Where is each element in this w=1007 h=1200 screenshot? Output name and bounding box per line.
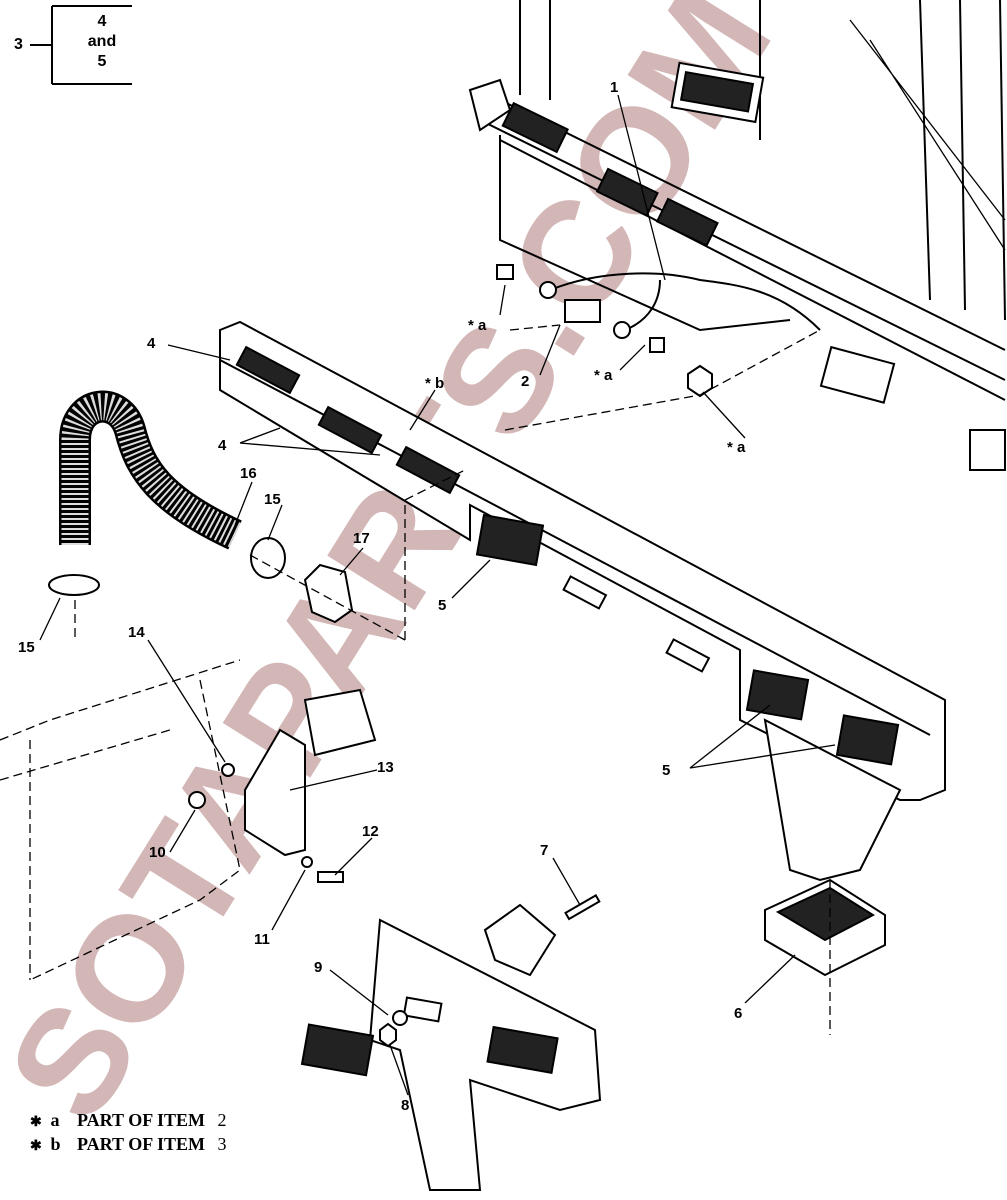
heater-duct-assembly	[219, 320, 946, 882]
callout-14: 14	[128, 624, 145, 641]
callout-labels: 1 2 * a * a * a * b 4 4 16 15 17 15 5 14…	[18, 79, 746, 1114]
leader-lines	[39, 94, 836, 1096]
bracket-parent: 3	[14, 36, 23, 53]
callout-17: 17	[353, 530, 370, 547]
bracket-line2: and	[87, 33, 117, 50]
heater-box	[764, 878, 886, 1035]
callout-2: 2	[521, 373, 529, 390]
callout-8: 8	[401, 1097, 409, 1114]
legend-item-b: ✱ b PART OF ITEM 3	[30, 1134, 227, 1155]
callout-11: 11	[254, 931, 270, 948]
legend-text: PART OF ITEM	[77, 1110, 206, 1130]
legend-text: PART OF ITEM	[77, 1134, 206, 1154]
callout-16: 16	[240, 465, 257, 482]
asterisk-icon: ✱	[30, 1115, 42, 1130]
legend-key: a	[50, 1110, 60, 1130]
bracket-line3: 5	[97, 53, 107, 70]
callout-a: * a	[727, 439, 746, 456]
bracket-lines	[30, 5, 132, 85]
callout-5: 5	[662, 762, 670, 779]
callout-9: 9	[314, 959, 322, 976]
callout-6: 6	[734, 1005, 742, 1022]
callout-5: 5	[438, 597, 446, 614]
lower-duct-assembly	[300, 894, 602, 1191]
legend-item-number: 2	[217, 1110, 227, 1130]
callout-a: * a	[594, 367, 613, 384]
callout-12: 12	[362, 823, 379, 840]
callout-a: * a	[468, 317, 487, 334]
callout-b: * b	[425, 375, 444, 392]
legend-item-a: ✱ a PART OF ITEM 2	[30, 1110, 227, 1131]
cab-wall	[468, 0, 1006, 471]
callout-7: 7	[540, 842, 548, 859]
callout-15: 15	[18, 639, 35, 656]
wire-harness	[496, 264, 821, 398]
legend-key: b	[50, 1134, 61, 1154]
callout-1: 1	[610, 79, 618, 96]
callout-13: 13	[377, 759, 394, 776]
legend-item-number: 3	[217, 1134, 227, 1154]
callout-4: 4	[147, 335, 156, 352]
callout-4: 4	[218, 437, 227, 454]
asterisk-icon: ✱	[30, 1139, 42, 1154]
bracket-line1: 4	[97, 13, 107, 30]
callout-10: 10	[149, 844, 166, 861]
callout-15: 15	[264, 491, 281, 508]
flexible-hose	[48, 390, 466, 641]
mounting-bracket	[0, 659, 377, 981]
